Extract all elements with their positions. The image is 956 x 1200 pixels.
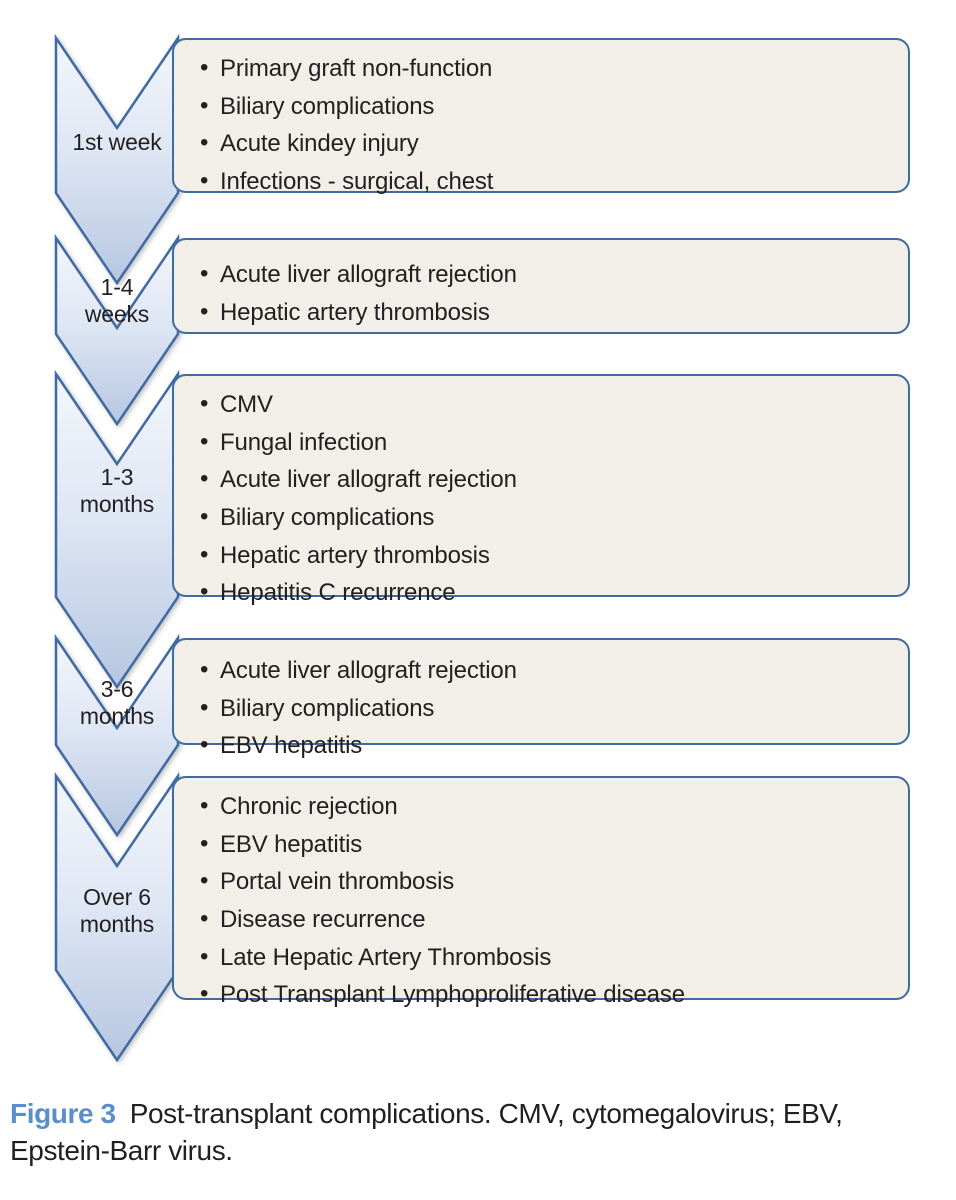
list-item: Acute kindey injury (198, 124, 890, 163)
list-item: Late Hepatic Artery Thrombosis (198, 938, 890, 977)
figure-number-label: Figure 3 (10, 1098, 116, 1129)
chevron-label-line: 1st week (72, 129, 162, 155)
chevron-1-4-weeks (54, 233, 180, 427)
chevron-label-line: Over 6 (83, 884, 151, 910)
post-transplant-complications-figure: 1st week 1-4 weeks 1-3 months 3-6 months… (0, 0, 956, 1075)
chevron-label-line: 1-4 (100, 274, 134, 300)
list-item: Chronic rejection (198, 787, 890, 826)
complication-list: CMV Fungal infection Acute liver allogra… (198, 385, 890, 612)
list-item: EBV hepatitis (198, 726, 890, 765)
list-item: Biliary complications (198, 87, 890, 126)
complication-list: Chronic rejection EBV hepatitis Portal v… (198, 787, 890, 1014)
chevron-label-line: 3-6 (100, 676, 134, 702)
complication-list: Acute liver allograft rejection Hepatic … (198, 255, 890, 332)
list-item: Portal vein thrombosis (198, 862, 890, 901)
chevron-label-line: months (79, 491, 155, 518)
list-item: Fungal infection (198, 423, 890, 462)
chevron-label-line: months (79, 911, 155, 938)
chevron-label-line: weeks (84, 301, 150, 328)
list-item: Acute liver allograft rejection (198, 255, 890, 294)
chevron-label-line: 1-3 (100, 464, 134, 490)
list-item: Biliary complications (198, 498, 890, 537)
chevron-label-1-4-weeks: 1-4 weeks (52, 274, 182, 328)
chevron-1st-week (54, 33, 180, 286)
list-item: Acute liver allograft rejection (198, 651, 890, 690)
chevron-label-1st-week: 1st week (52, 129, 182, 156)
chevron-label-3-6-months: 3-6 months (52, 676, 182, 730)
complications-box-1-4-weeks: Acute liver allograft rejection Hepatic … (172, 238, 910, 334)
complication-list: Primary graft non-function Biliary compl… (198, 49, 890, 201)
list-item: Disease recurrence (198, 900, 890, 939)
list-item: Hepatic artery thrombosis (198, 536, 890, 575)
list-item: Hepatic artery thrombosis (198, 293, 890, 332)
figure-caption-text: Post-transplant complications. CMV, cyto… (10, 1098, 843, 1167)
complications-box-1st-week: Primary graft non-function Biliary compl… (172, 38, 910, 199)
complications-box-3-6-months: Acute liver allograft rejection Biliary … (172, 638, 910, 764)
list-item: Infections - surgical, chest (198, 162, 890, 201)
list-item: Primary graft non-function (198, 49, 890, 88)
complications-box-over-6-months: Chronic rejection EBV hepatitis Portal v… (172, 776, 910, 1013)
chevron-3-6-months (54, 633, 180, 838)
list-item: EBV hepatitis (198, 825, 890, 864)
list-item: CMV (198, 385, 890, 424)
chevron-label-over-6-months: Over 6 months (52, 884, 182, 938)
list-item: Hepatitis C recurrence (198, 573, 890, 612)
complications-box-1-3-months: CMV Fungal infection Acute liver allogra… (172, 374, 910, 611)
list-item: Biliary complications (198, 689, 890, 728)
chevron-label-line: months (79, 703, 155, 730)
chevron-1-3-months (54, 369, 180, 690)
list-item: Post Transplant Lymphoproliferative dise… (198, 975, 890, 1014)
list-item: Acute liver allograft rejection (198, 460, 890, 499)
complication-list: Acute liver allograft rejection Biliary … (198, 651, 890, 765)
chevron-label-1-3-months: 1-3 months (52, 464, 182, 518)
